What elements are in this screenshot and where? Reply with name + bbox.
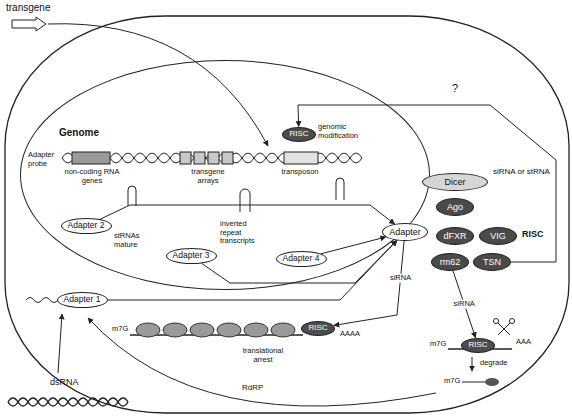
risc-oval: RISC — [282, 127, 316, 142]
connector — [334, 241, 404, 325]
node-label: RISC — [308, 323, 327, 332]
adapter-oval: Adapter 4 — [276, 251, 327, 267]
hairpin — [240, 189, 250, 212]
transgene-arrow — [48, 24, 268, 146]
annotation-label: translational arrest — [236, 347, 290, 364]
protein-oval: rm62 — [431, 253, 469, 271]
gene-box — [222, 152, 233, 164]
node-label: Dicer — [444, 177, 465, 187]
gene-box — [194, 152, 205, 164]
ribosome — [163, 323, 187, 337]
node-label: Adapter 3 — [173, 251, 210, 261]
node-label: RISC — [468, 340, 487, 349]
annotation-label: genomic modification — [318, 123, 364, 140]
gene-box — [180, 152, 191, 164]
degrade-arrow — [472, 357, 473, 371]
scissors — [498, 323, 510, 335]
node-label: Adapter 2 — [68, 221, 105, 231]
annotation-label: m7G — [430, 340, 446, 349]
ribosome — [271, 323, 295, 337]
risc-oval: RISC — [301, 321, 335, 336]
mrna-fragment — [462, 382, 485, 383]
rna-strand — [26, 298, 58, 303]
annotation-label: stRNAs mature — [114, 232, 146, 249]
edge-label: siRNA — [453, 300, 476, 309]
adapter-oval: Adapter — [382, 223, 428, 241]
node-label: VIG — [490, 231, 506, 241]
scissors — [494, 319, 499, 324]
node-label: RISC — [289, 129, 308, 138]
adapter-oval: Adapter 1 — [57, 292, 108, 308]
protein-oval: Ago — [436, 198, 474, 216]
node-label: Adapter 4 — [283, 254, 320, 264]
annotation-label: RdRP — [242, 383, 263, 392]
annotation-label: m7G — [112, 325, 128, 334]
protein-oval: VIG — [479, 227, 517, 245]
nucleus-label: Genome — [59, 127, 99, 139]
protein-oval: dFXR — [436, 227, 474, 245]
gene-box — [284, 152, 318, 164]
annotation-label: transgene — [6, 2, 50, 14]
connector — [321, 237, 386, 254]
node-label: dFXR — [443, 231, 466, 241]
connector — [453, 271, 476, 338]
ribosome — [190, 323, 214, 337]
annotation-label: inverted repeat transcripts — [220, 220, 262, 246]
risc-oval: RISC — [461, 338, 495, 353]
node-label: Adapter 1 — [64, 295, 101, 305]
gene-box — [72, 152, 110, 164]
dsrna-helix — [8, 398, 128, 406]
annotation-label: Adapter probe — [28, 151, 60, 168]
annotation-label: RISC — [522, 229, 544, 239]
node-label: Ago — [447, 202, 463, 212]
node-label: Adapter — [389, 227, 421, 237]
annotation-label: dsRNA — [50, 377, 79, 387]
ribosome — [217, 323, 241, 337]
dna-strand — [62, 153, 362, 163]
edge-label: siRNA — [389, 274, 412, 283]
annotation-label: siRNA or stRNA — [493, 167, 550, 176]
annotation-label: transgene arrays — [186, 168, 230, 185]
dsrna-helix — [8, 398, 128, 406]
dna-strand — [62, 153, 362, 163]
scissors — [510, 319, 515, 324]
ribosome — [136, 323, 160, 337]
node-label: TSN — [483, 257, 501, 267]
mrna-fragment — [485, 378, 499, 386]
annotation-label: AAA — [516, 338, 531, 347]
rdrp-arrow — [88, 318, 436, 406]
ribosome — [244, 323, 268, 337]
gene-box — [208, 152, 219, 164]
connector — [108, 240, 397, 300]
annotation-label: transposon — [278, 168, 322, 177]
hairpin — [128, 186, 136, 206]
transgene-icon — [12, 17, 46, 31]
cell-membrane — [5, 16, 569, 413]
connector — [100, 205, 395, 224]
annotation-label: AAAA — [340, 330, 360, 339]
dsrna-arrow — [58, 314, 62, 373]
connector — [298, 105, 556, 262]
node-label: rm62 — [440, 257, 461, 267]
annotation-label: ? — [452, 82, 458, 95]
annotation-label: non-coding RNA genes — [64, 168, 120, 185]
dicer-oval: Dicer — [422, 173, 488, 191]
adapter-oval: Adapter 3 — [166, 248, 217, 264]
protein-oval: TSN — [473, 253, 511, 271]
connector — [202, 240, 397, 283]
hairpin — [336, 178, 344, 200]
annotation-label: m7G — [444, 377, 460, 386]
adapter-oval: Adapter 2 — [61, 218, 112, 234]
annotation-label: degrade — [480, 359, 508, 368]
